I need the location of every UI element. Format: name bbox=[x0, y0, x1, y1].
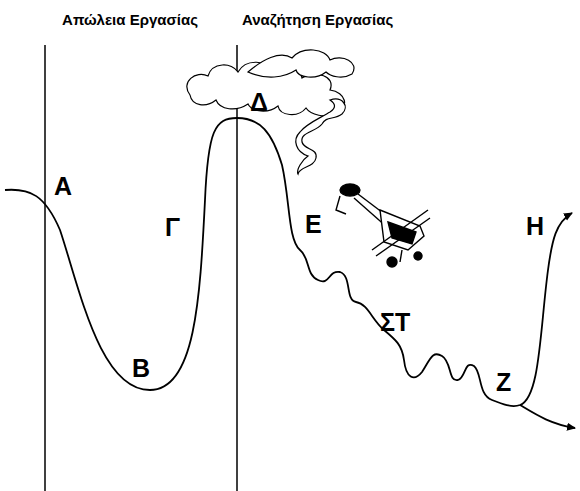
stage-letter: Δ bbox=[250, 90, 268, 115]
divider-line bbox=[44, 45, 46, 491]
up-branch bbox=[520, 213, 572, 405]
stage-letter: Ζ bbox=[496, 370, 511, 395]
divider-line bbox=[236, 45, 238, 491]
stage-letter: ΣΤ bbox=[380, 310, 410, 335]
emotion-curve bbox=[5, 118, 520, 406]
stage-letter: Ε bbox=[305, 212, 322, 237]
stage-letter: Η bbox=[526, 214, 544, 239]
stage-letter: Α bbox=[54, 174, 72, 199]
section-header: Αναζήτηση Εργασίας bbox=[242, 12, 393, 27]
airplane-illustration bbox=[336, 184, 430, 267]
smoke-cloud bbox=[187, 50, 354, 174]
section-header: Απώλεια Εργασίας bbox=[62, 12, 198, 27]
down-branch bbox=[520, 405, 575, 428]
stage-letter: Β bbox=[132, 356, 150, 381]
stage-letter: Γ bbox=[165, 215, 180, 240]
